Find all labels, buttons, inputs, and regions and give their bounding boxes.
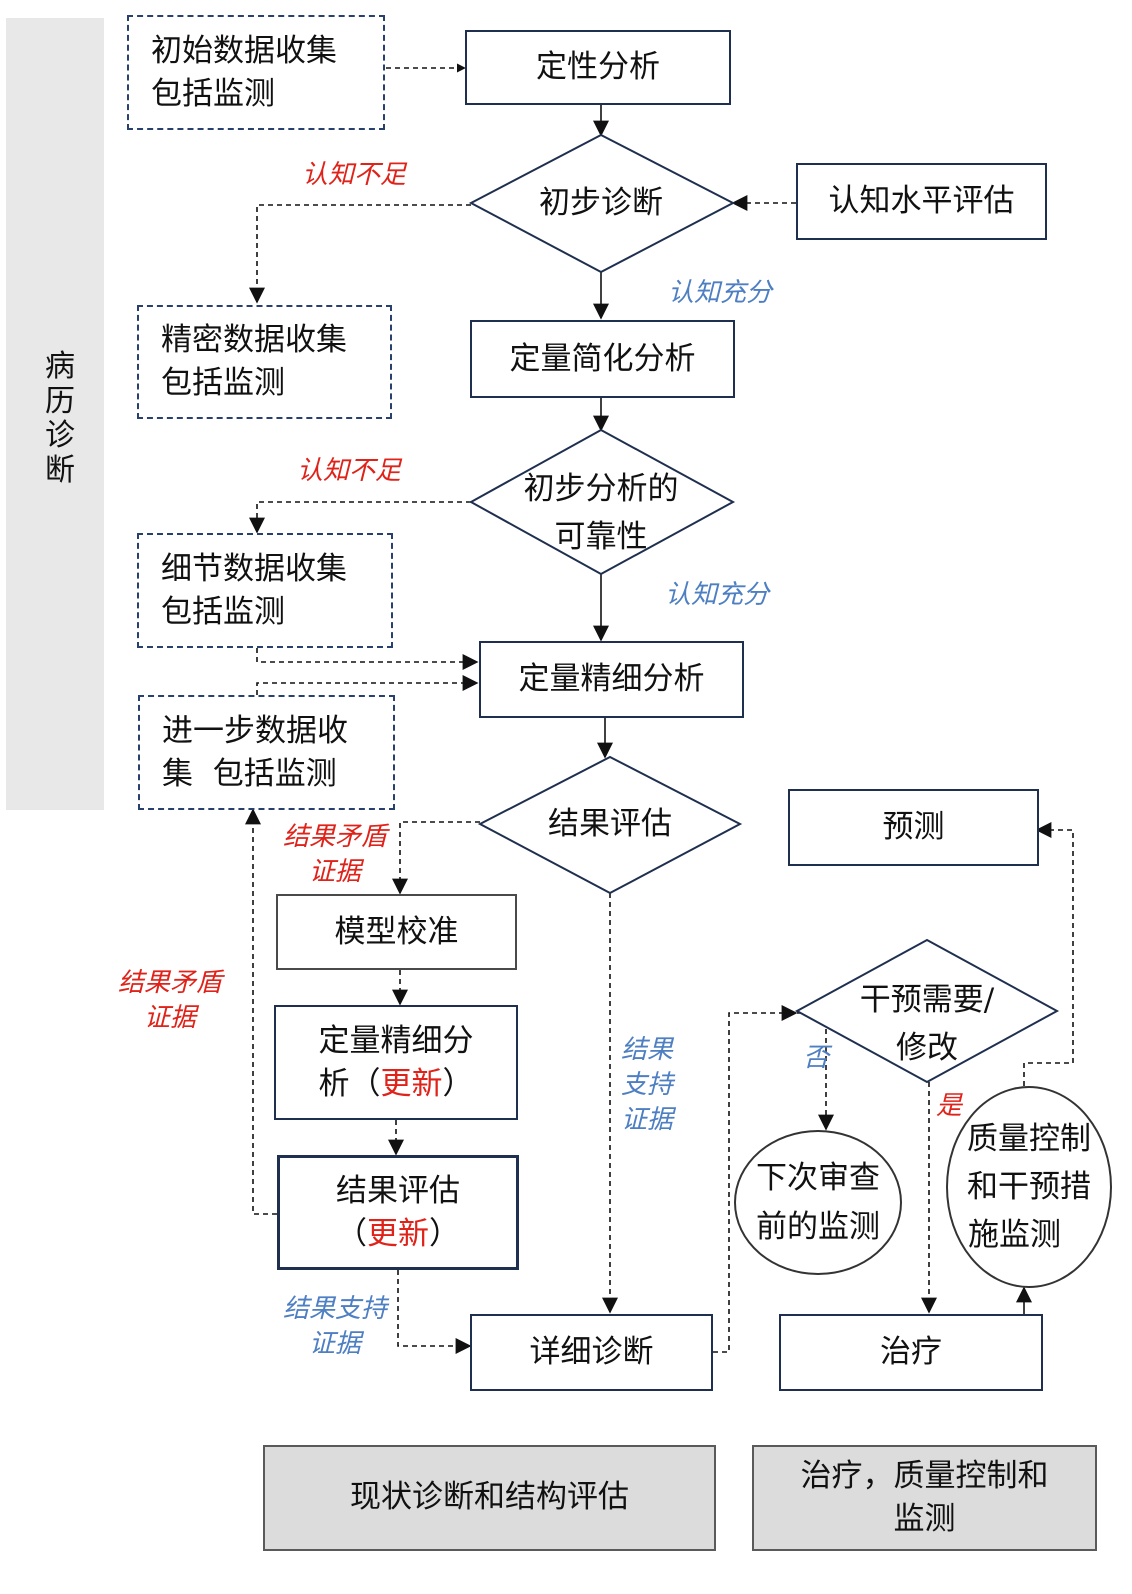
label-contradict-1-line2: 证据 [309,857,362,888]
box-quant-simplified: 定量简化分析 [470,320,735,398]
label-support-1: 结果 支持 证据 [621,1033,673,1138]
label-insufficient-2: 认知不足 [297,456,402,486]
circle-quality-control: 质量控制 和干预措 施监测 [946,1086,1112,1288]
label-support-1-line2: 支持 [621,1070,674,1101]
label-sufficient-2: 认知充分 [665,580,770,610]
box-quant-simplified-label: 定量简化分析 [509,340,696,377]
diamond-preliminary-diagnosis-label: 初步诊断 [539,185,663,221]
box-initial-collection-line1: 初始数据收集 [151,32,337,69]
label-support-1-line3: 证据 [621,1105,674,1136]
sidebar-band [6,18,104,810]
box-initial-collection: 初始数据收集 包括监测 [127,15,385,130]
circle-next-review-line2: 前的监测 [756,1208,880,1245]
arrow-reliability-insufficient [249,501,471,534]
diamond-intervention-line2: 修改 [896,1030,958,1067]
update-prefix: 析（ [318,1065,381,1102]
circle-quality-control-line2: 和干预措 [967,1168,1091,1205]
box-model-calibration-label: 模型校准 [334,913,459,950]
diamond-intervention [794,938,1060,1084]
update-suffix: ） [442,1065,474,1102]
diamond-reliability-line2: 可靠性 [554,519,648,556]
circle-quality-control-line3: 施监测 [968,1217,1061,1254]
update-marker: 更新 [380,1065,443,1102]
box-quant-fine-label: 定量精细分析 [518,661,705,698]
diamond-intervention-label: 干预需要/ 修改 [822,976,1032,1072]
footer-left: 现状诊断和结构评估 [263,1445,716,1551]
box-detailed-diagnosis: 详细诊断 [470,1314,713,1391]
box-treatment: 治疗 [779,1314,1043,1391]
circle-next-review-line1: 下次审查 [756,1160,880,1197]
footer-right: 治疗，质量控制和 监测 [752,1445,1097,1551]
label-no: 否 [803,1043,830,1073]
footer-right-line1: 治疗，质量控制和 [800,1457,1049,1494]
diamond-reliability-line1: 初步分析的 [523,471,679,507]
label-contradict-1: 结果矛盾 证据 [283,820,387,890]
diamond-reliability [468,428,736,576]
circle-next-review: 下次审查 前的监测 [734,1130,902,1275]
box-precise-collection-line1: 精密数据收集 [161,322,347,359]
box-quant-fine-updated-line1: 定量精细分 [318,1022,474,1059]
label-support-2-line1: 结果支持 [283,1294,388,1324]
box-detail-collection: 细节数据收集 包括监测 [137,533,393,648]
box-detailed-diagnosis-label: 详细诊断 [529,1334,654,1371]
footer-left-label: 现状诊断和结构评估 [350,1479,629,1516]
box-further-collection-line2: 集 包括监测 [162,755,337,792]
box-cognitive-eval: 认知水平评估 [796,163,1047,240]
box-qualitative: 定性分析 [465,30,731,105]
update-prefix: （ [336,1215,367,1252]
arrow-result-contradict [392,821,480,895]
label-support-2: 结果支持 证据 [283,1292,387,1362]
diamond-result-eval [477,755,743,895]
box-quant-fine-updated: 定量精细分 析（更新） [274,1005,518,1120]
box-cognitive-eval-label: 认知水平评估 [828,183,1015,220]
box-quant-fine: 定量精细分析 [479,641,744,718]
label-contradict-1-line1: 结果矛盾 [283,822,388,852]
box-quant-fine-updated-line2: 析（更新） [319,1063,474,1106]
label-yes: 是 [936,1091,963,1121]
diamond-reliability-label: 初步分析的 可靠性 [494,465,708,561]
box-result-eval-updated-line2: （更新） [336,1213,460,1256]
box-detail-collection-line1: 细节数据收集 [161,550,347,587]
box-prediction-label: 预测 [882,809,945,846]
box-result-eval-updated: 结果评估 （更新） [277,1155,519,1270]
box-qualitative-label: 定性分析 [536,49,660,86]
diamond-preliminary-diagnosis [468,133,736,274]
footer-right-line2: 监测 [893,1501,956,1537]
box-further-collection-line1: 进一步数据收 [162,712,348,749]
update-suffix: ） [429,1215,460,1252]
circle-quality-control-line1: 质量控制 [967,1120,1091,1157]
arrow-detail-to-fine [256,648,479,670]
box-treatment-label: 治疗 [880,1334,942,1371]
diamond-intervention-line1: 干预需要/ [859,982,995,1018]
label-support-2-line2: 证据 [309,1329,362,1360]
arrow-qc-to-prediction [1023,822,1074,1086]
label-support-1-line1: 结果 [621,1035,674,1065]
arrow-detail-to-intervention [713,1005,798,1353]
label-insufficient-1: 认知不足 [302,160,407,190]
arrow-further-to-fine [256,675,479,695]
label-sufficient-1: 认知充分 [668,278,773,308]
label-contradict-2: 结果矛盾 证据 [118,966,222,1036]
box-result-eval-updated-line1: 结果评估 [336,1172,460,1209]
update-marker: 更新 [367,1215,429,1252]
label-contradict-2-line2: 证据 [144,1003,197,1034]
arrow-resultupd-support [397,1270,472,1354]
box-precise-collection: 精密数据收集 包括监测 [137,305,392,419]
arrow-diagnosis-insufficient [249,204,471,304]
box-further-collection: 进一步数据收 集 包括监测 [138,695,395,810]
box-detail-collection-line2: 包括监测 [161,593,285,630]
box-prediction: 预测 [788,789,1039,866]
box-initial-collection-line2: 包括监测 [151,75,275,112]
label-contradict-2-line1: 结果矛盾 [118,968,223,998]
diamond-result-eval-label: 结果评估 [548,806,672,842]
box-model-calibration: 模型校准 [276,894,517,970]
box-precise-collection-line2: 包括监测 [161,365,285,401]
sidebar-title: 病 历 诊 断 [45,349,75,488]
